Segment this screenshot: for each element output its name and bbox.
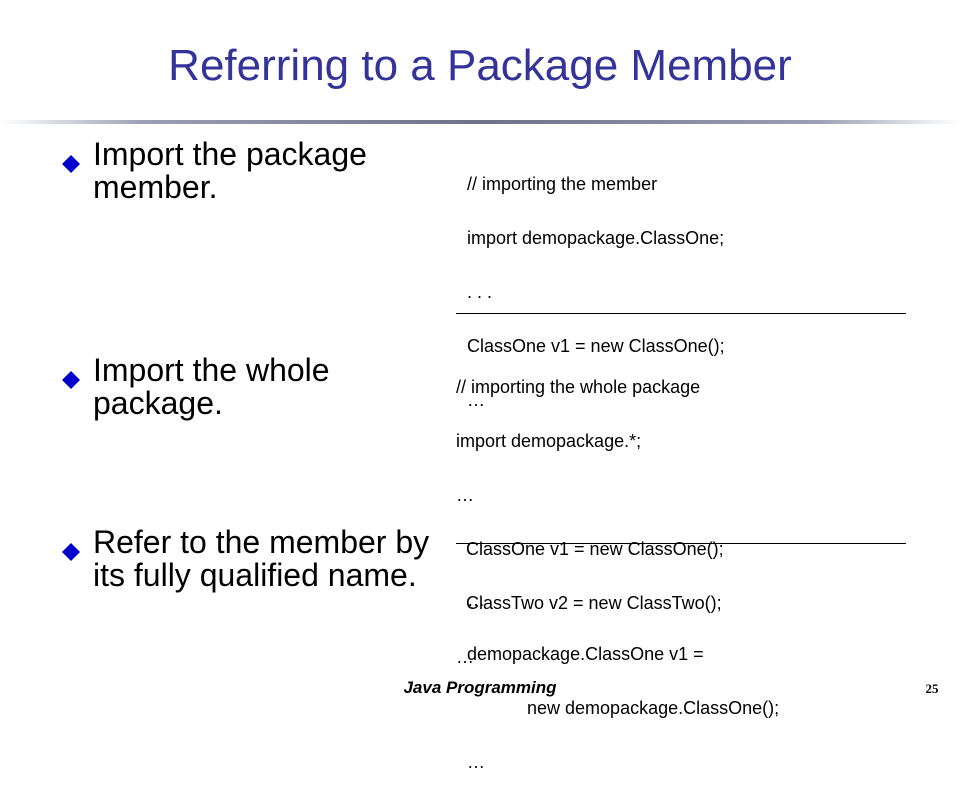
bullet-item: Refer to the member by its fully qualifi… (62, 526, 432, 592)
bullet-item: Import the package member. (62, 138, 422, 204)
diamond-bullet-icon (62, 534, 80, 561)
bullet-item: Import the whole package. (62, 354, 422, 420)
code-line: ClassOne v1 = new ClassOne(); (456, 539, 724, 559)
code-line: import demopackage.ClassOne; (467, 228, 725, 248)
code-line: . . . (467, 282, 493, 302)
code-block-fully-qualified: … demopackage.ClassOne v1 = new demopack… (467, 560, 779, 803)
code-line: // importing the whole package (456, 377, 701, 397)
code-line: … (467, 752, 485, 772)
title-underline (0, 118, 960, 126)
code-line: … (456, 485, 474, 505)
code-line: … (467, 590, 485, 610)
diamond-bullet-icon (62, 362, 80, 389)
code-line: … (467, 390, 485, 410)
slide-title: Referring to a Package Member (168, 41, 792, 90)
diamond-bullet-icon (62, 146, 80, 173)
separator-line (456, 543, 906, 544)
code-line: // importing the member (467, 174, 658, 194)
code-line: ClassOne v1 = new ClassOne(); (467, 336, 725, 356)
bullet-text: Refer to the member by its fully qualifi… (93, 524, 430, 593)
bullet-text: Import the package member. (93, 136, 367, 205)
code-line: new demopackage.ClassOne(); (467, 698, 780, 718)
code-line: ClassTwo v2 = new ClassTwo(); (456, 593, 722, 613)
page-number: 25 (925, 681, 939, 696)
code-line: import demopackage.*; (456, 431, 642, 451)
code-line: … (456, 647, 474, 667)
bullet-text: Import the whole package. (93, 352, 330, 421)
slide-footer: Java Programming (403, 678, 557, 697)
separator-line (456, 313, 906, 314)
code-block-import-package: // importing the whole package import de… (456, 347, 724, 698)
code-block-import-member: // importing the member import demopacka… (467, 144, 725, 441)
code-line: demopackage.ClassOne v1 = (467, 644, 704, 664)
